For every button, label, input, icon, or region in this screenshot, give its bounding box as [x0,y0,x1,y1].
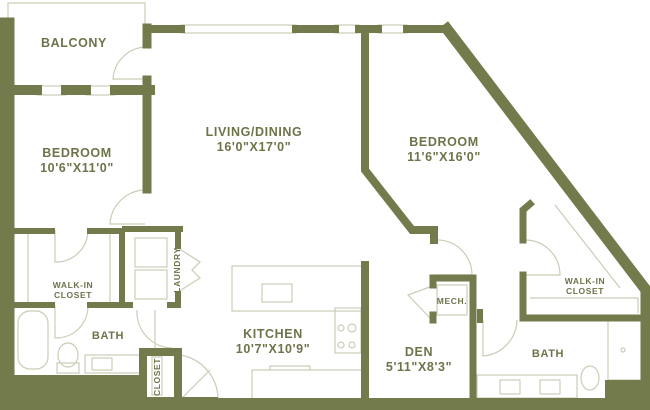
wall-block [0,375,145,410]
balcony-label: BALCONY [40,36,108,50]
window [180,24,297,34]
vanity [476,374,578,399]
laundry-doors [177,247,201,293]
wall-block [145,397,218,410]
walkin2-door [524,239,561,276]
window [377,24,408,34]
mech-label: MECH. [436,296,468,306]
room-name-2: CLOSET [565,286,605,297]
balcony-door [112,46,146,80]
room-name: WALK-IN [564,276,606,286]
room-name: LIVING/DINING [205,125,303,139]
room-size: 11'6"X16'0" [407,150,481,164]
room-name-2: CLOSET [53,290,93,301]
room-name: BEDROOM [42,146,112,160]
bath1-label: BATH [91,330,125,342]
bedroom-door [109,189,146,225]
entry-door-leaf [179,369,211,401]
bath2-door [482,319,518,357]
laundry-label: LAUNDRY [171,247,182,293]
bath-door-2 [136,309,173,349]
bath2-label: BATH [531,348,565,360]
sink [261,283,293,303]
bath-door [54,304,89,339]
room-name: DEN [404,345,434,359]
kitchen-island [231,265,363,312]
entry-door [179,354,219,401]
closet-label: CLOSET [151,357,162,397]
room-name: BEDROOM [409,135,479,149]
room-size: 16'0"X17'0" [216,140,292,154]
counter [251,365,361,398]
room-name: KITCHEN [243,327,303,341]
room-name: WALK-IN [52,280,94,290]
room-size: 5'11"X8'3" [385,360,453,374]
mech-door [406,284,436,319]
closet-shelf [151,356,163,396]
walls [0,17,650,410]
bedroom2-door [434,239,473,276]
closet-door [54,229,89,263]
room-size: 10'7"X10'9" [235,342,311,356]
room-size: 10'6"X11'0" [40,161,114,175]
wall-block [605,380,650,410]
